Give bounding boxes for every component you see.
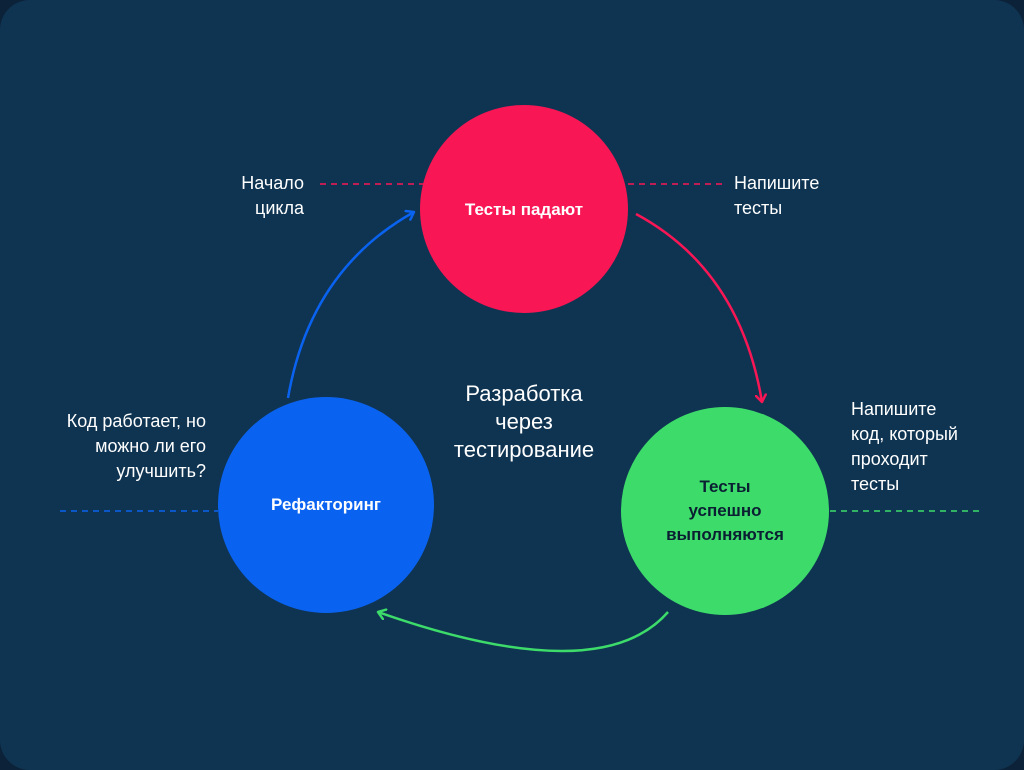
node-tests-fail-label: Тесты падают [464, 200, 584, 219]
diagram-title: Разработка через тестирование [453, 381, 595, 462]
note-write-code: Напишите код, который проходит тесты [851, 399, 958, 494]
arrow-red-to-green [635, 212, 762, 402]
note-refactor-question: Код работает, но можно ли его улучшить? [66, 411, 206, 481]
arrow-blue-to-red [286, 212, 414, 399]
note-write-tests: Напишите тесты [734, 173, 820, 218]
note-cycle-start: Начало цикла [241, 173, 304, 218]
node-tests-pass-circle [621, 407, 829, 615]
arrow-green-to-blue [378, 612, 669, 653]
node-refactor-label: Рефакторинг [271, 495, 381, 514]
node-tests-fail-circle [420, 105, 628, 313]
node-refactor-circle [218, 397, 434, 613]
node-tests-pass-label: Тесты успешно выполняются [666, 477, 784, 544]
